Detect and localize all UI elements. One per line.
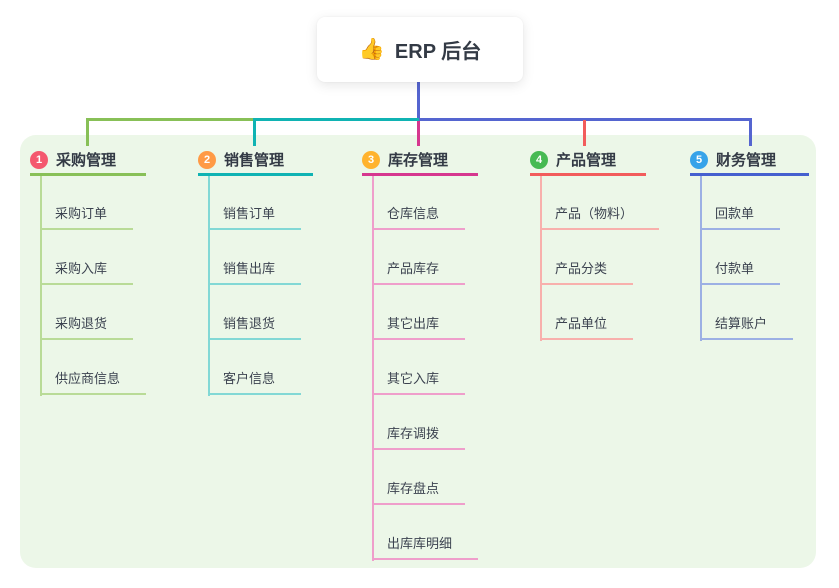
branch-number-badge: 5 <box>690 150 708 169</box>
branch-children-connector <box>700 176 702 341</box>
purchase-connector-line <box>86 118 256 121</box>
root-node[interactable]: 👍 ERP 后台 <box>317 17 523 82</box>
child-item[interactable]: 付款单 <box>700 257 781 285</box>
branch-inventory: 3 库存管理 仓库信息产品库存其它出库其它入库库存调拨库存盘点出库库明细 <box>362 146 479 561</box>
child-item[interactable]: 其它出库 <box>372 312 466 340</box>
sales-connector-line <box>253 118 422 121</box>
child-item[interactable]: 供应商信息 <box>40 367 147 395</box>
purchase-connector-drop <box>86 118 89 146</box>
branch-header[interactable]: 4 产品管理 <box>530 146 646 176</box>
branch-children-connector <box>40 176 42 396</box>
child-item[interactable]: 产品（物料） <box>540 202 660 230</box>
child-item[interactable]: 其它入库 <box>372 367 466 395</box>
child-item[interactable]: 库存调拨 <box>372 422 466 450</box>
branch-number-badge: 3 <box>362 150 380 169</box>
mindmap-panel <box>20 135 816 568</box>
branch-children-connector <box>208 176 210 396</box>
root-connector-line <box>417 82 420 121</box>
root-label: ERP 后台 <box>394 41 482 63</box>
child-item[interactable]: 采购订单 <box>40 202 134 230</box>
branch-finance: 5 财务管理 回款单付款单结算账户 <box>690 146 809 341</box>
child-item[interactable]: 客户信息 <box>208 367 302 395</box>
inventory-connector-drop <box>417 121 420 146</box>
branch-header[interactable]: 2 销售管理 <box>198 146 313 176</box>
child-item[interactable]: 销售出库 <box>208 257 302 285</box>
child-item[interactable]: 销售退货 <box>208 312 302 340</box>
branch-label: 产品管理 <box>556 152 617 169</box>
branch-label: 财务管理 <box>716 152 777 169</box>
branch-header[interactable]: 3 库存管理 <box>362 146 478 176</box>
product-connector-drop <box>583 120 586 146</box>
child-item[interactable]: 销售订单 <box>208 202 302 230</box>
child-item[interactable]: 库存盘点 <box>372 477 466 505</box>
child-item[interactable]: 采购入库 <box>40 257 134 285</box>
branch-children-connector <box>372 176 374 561</box>
branch-number-badge: 1 <box>30 150 48 169</box>
finance-connector-drop <box>749 118 752 146</box>
child-item[interactable]: 采购退货 <box>40 312 134 340</box>
branch-label: 库存管理 <box>388 152 449 169</box>
finance-connector-line <box>419 118 752 121</box>
branch-product: 4 产品管理 产品（物料） 产品分类产品单位 <box>530 146 660 341</box>
child-item[interactable]: 出库库明细 <box>372 532 479 560</box>
branch-number-badge: 4 <box>530 150 548 169</box>
branch-purchase: 1 采购管理 采购订单采购入库采购退货供应商信息 <box>30 146 147 396</box>
child-item[interactable]: 产品库存 <box>372 257 466 285</box>
child-item[interactable]: 产品单位 <box>540 312 634 340</box>
branch-header[interactable]: 1 采购管理 <box>30 146 146 176</box>
branch-header[interactable]: 5 财务管理 <box>690 146 809 176</box>
child-item[interactable]: 回款单 <box>700 202 781 230</box>
child-item[interactable]: 产品分类 <box>540 257 634 285</box>
sales-connector-drop <box>253 118 256 146</box>
branch-label: 销售管理 <box>224 152 285 169</box>
branch-sales: 2 销售管理 销售订单销售出库销售退货客户信息 <box>198 146 313 396</box>
child-item[interactable]: 仓库信息 <box>372 202 466 230</box>
thumbs-up-icon: 👍 <box>358 37 385 61</box>
branch-number-badge: 2 <box>198 150 216 169</box>
child-item[interactable]: 结算账户 <box>700 312 794 340</box>
branch-label: 采购管理 <box>56 152 117 169</box>
branch-children-connector <box>540 176 542 341</box>
